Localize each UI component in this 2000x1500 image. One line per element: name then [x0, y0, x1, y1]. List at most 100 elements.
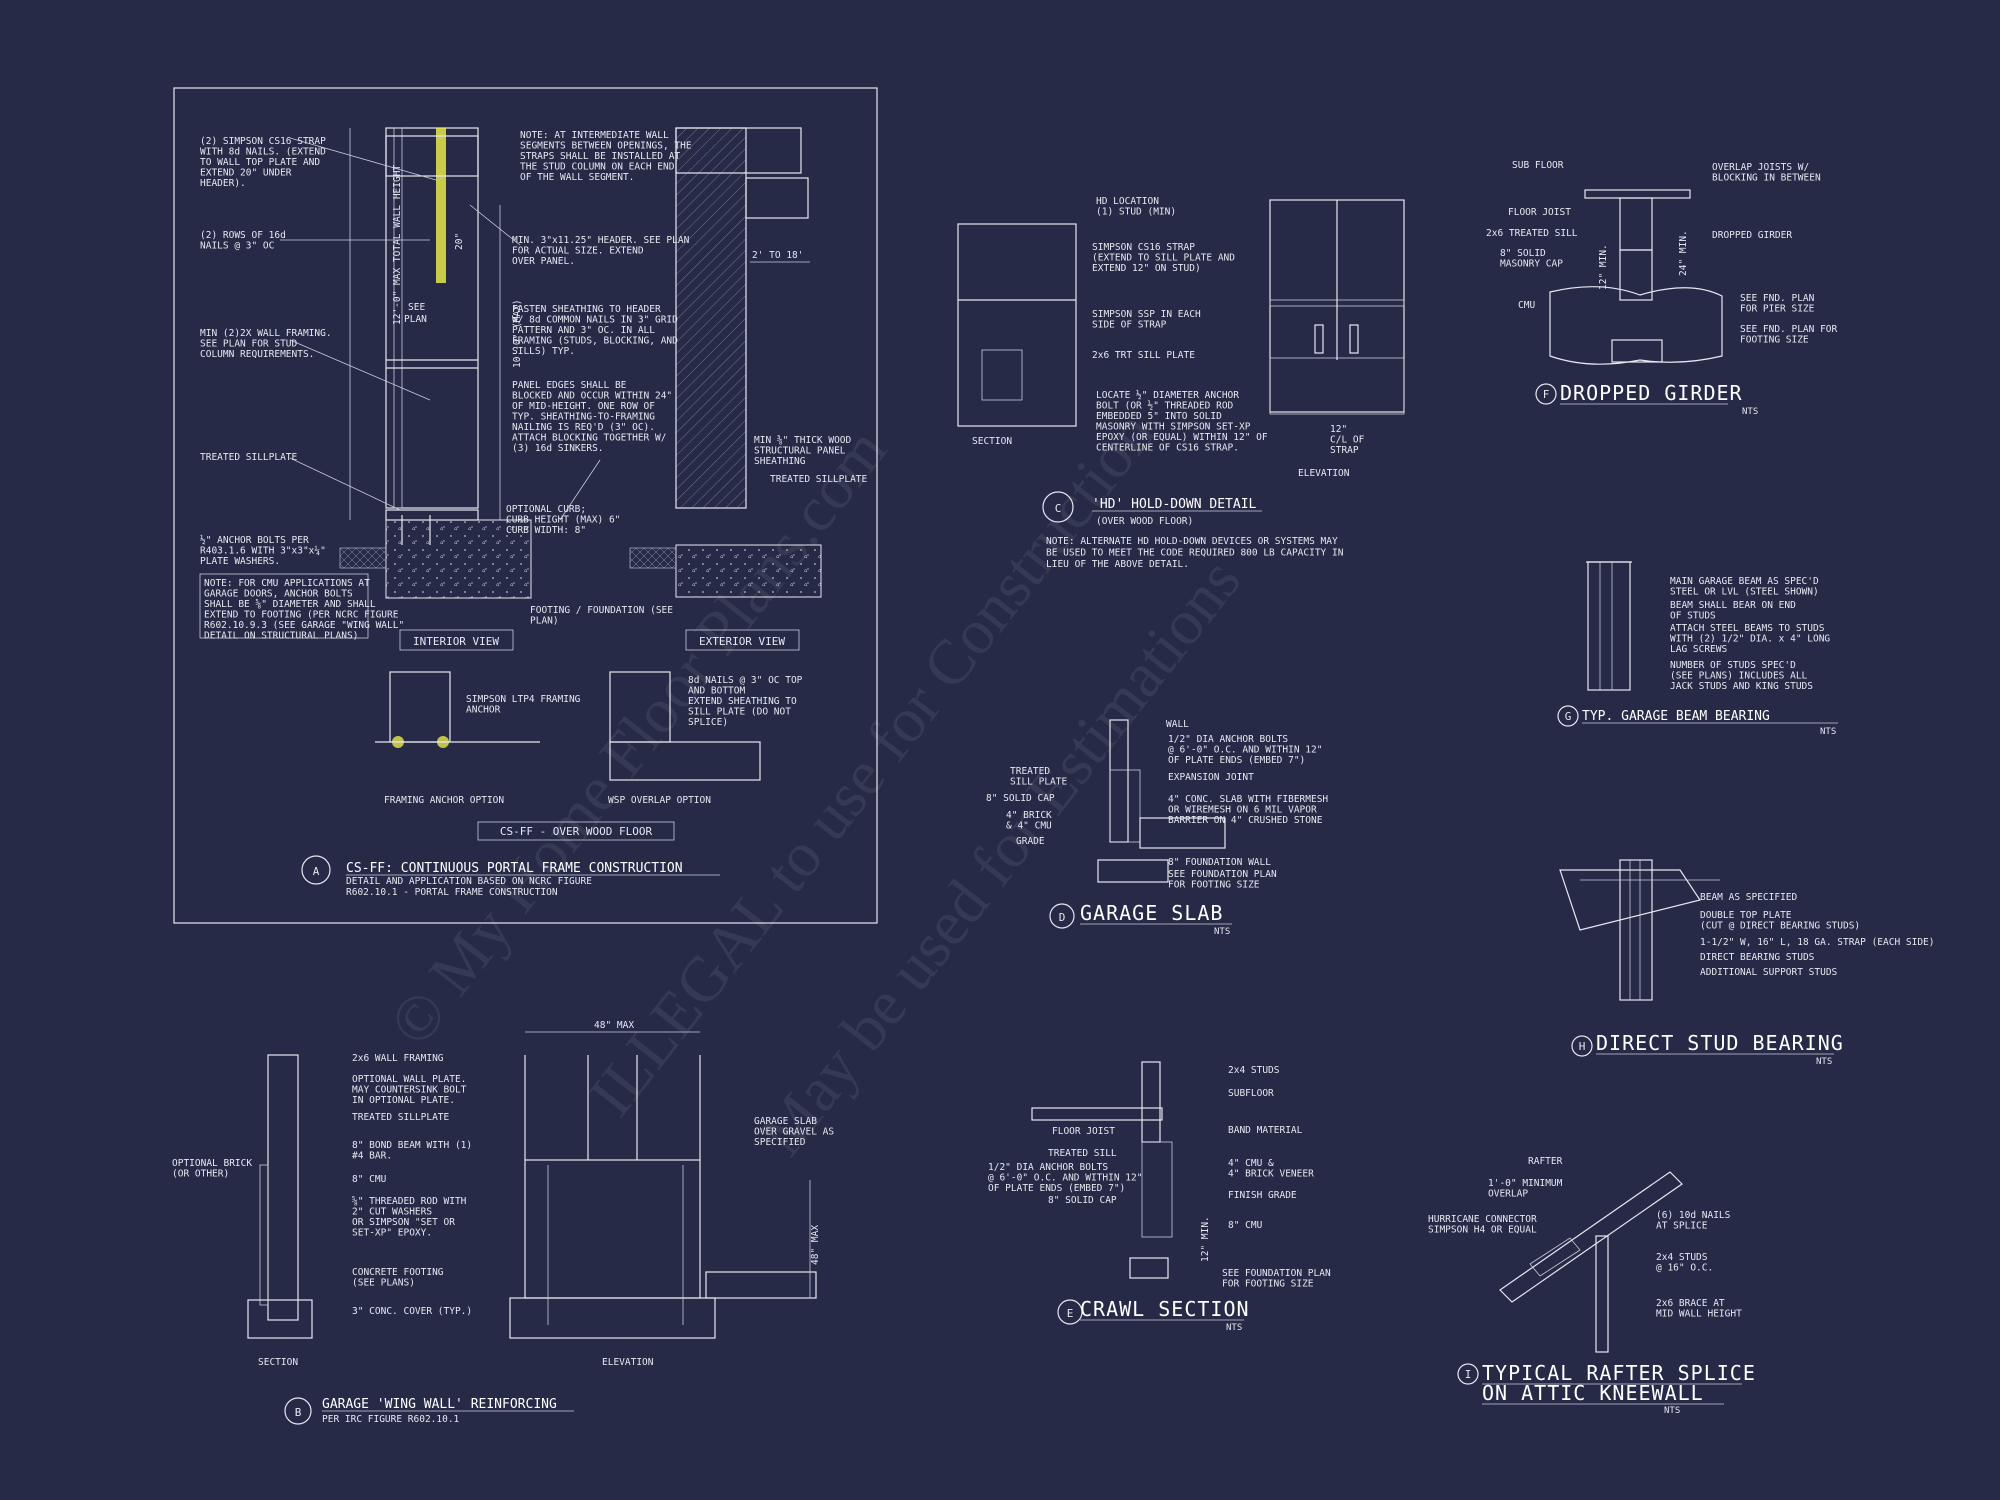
i-label-0-line-0: RAFTER — [1528, 1156, 1563, 1167]
wall-height-dim: 12'-0" MAX TOTAL WALL HEIGHT — [392, 165, 403, 325]
c-label-1-line-1: (EXTEND TO SILL PLATE AND — [1092, 253, 1235, 264]
a-mid-note-2-line-0: FASTEN SHEATHING TO HEADER — [512, 304, 661, 315]
a-left-note-2-line-2: COLUMN REQUIREMENTS. — [200, 349, 314, 360]
a-mid-note-1-line-2: OVER PANEL. — [512, 256, 575, 267]
detail-h-title: DIRECT STUD BEARING — [1596, 1031, 1844, 1055]
detail-a-subtitle-2: R602.10.1 - PORTAL FRAME CONSTRUCTION — [346, 887, 558, 898]
interior-view-label: INTERIOR VIEW — [413, 635, 499, 648]
detail-b-48-vertical-dim: 48" MAX — [810, 1225, 821, 1265]
detail-h-marker — [1571, 1035, 1593, 1057]
e-label-2-line-0: BAND MATERIAL — [1228, 1125, 1303, 1136]
d-label-3-line-1: OR WIREMESH ON 6 MIL VAPOR — [1168, 805, 1317, 816]
a-mid-note-0-line-4: OF THE WALL SEGMENT. — [520, 172, 634, 183]
detail-c-subtitle: (OVER WOOD FLOOR) — [1096, 516, 1193, 527]
f-label-3-line-1: FOOTING SIZE — [1740, 335, 1809, 346]
d-label-2-line-0: EXPANSION JOINT — [1168, 772, 1254, 783]
d-label-5-line-0: SEE FOUNDATION PLAN — [1168, 869, 1277, 880]
e-label-4-line-0: FINISH GRADE — [1228, 1190, 1297, 1201]
a-left-note-1-line-1: NAILS @ 3" OC — [200, 241, 274, 252]
detail-f-title: DROPPED GIRDER — [1560, 381, 1743, 405]
b-note-1-line-1: MAY COUNTERSINK BOLT — [352, 1085, 467, 1096]
a-mid-note-1-line-0: MIN. 3"x11.25" HEADER. SEE PLAN — [512, 235, 690, 246]
c-dim-0-line-2: STRAP — [1330, 445, 1359, 456]
detail-f-dim-2: 24" MIN. — [1678, 230, 1689, 276]
e-label-5-line-0: 8" CMU — [1228, 1220, 1263, 1231]
c-label-1-line-0: SIMPSON CS16 STRAP — [1092, 242, 1195, 253]
d-label-1-line-2: OF PLATE ENDS (EMBED 7") — [1168, 755, 1305, 766]
a-mid-note-0-line-1: SEGMENTS BETWEEN OPENINGS, THE — [520, 141, 692, 152]
a-right-note-0-line-0: MIN ⅜" THICK WOOD — [754, 435, 852, 446]
detail-a-border — [173, 87, 878, 924]
f-left-label-4-line-0: CMU — [1518, 300, 1535, 311]
detail-i — [1457, 1171, 1683, 1385]
d-label-3-line-0: 4" CONC. SLAB WITH FIBERMESH — [1168, 794, 1328, 805]
detail-f-marker — [1535, 383, 1557, 405]
b-brick-note-0-line-0: OPTIONAL BRICK — [172, 1158, 252, 1169]
detail-d-marker-letter: D — [1059, 911, 1066, 924]
e-label-6-line-0: SEE FOUNDATION PLAN — [1222, 1268, 1331, 1279]
detail-c-text: C 'HD' HOLD-DOWN DETAIL (OVER WOOD FLOOR… — [972, 196, 1365, 570]
d-label-1-line-1: @ 6'-0" O.C. AND WITHIN 12" — [1168, 745, 1322, 756]
detail-i-title-1: TYPICAL RAFTER SPLICE — [1482, 1361, 1756, 1385]
detail-b-48-dim: 48" MAX — [594, 1020, 634, 1031]
a-cmu-note-0-line-3: EXTEND TO FOOTING (PER NCRC FIGURE — [204, 610, 399, 621]
g-label-2-line-0: ATTACH STEEL BEAMS TO STUDS — [1670, 623, 1825, 634]
detail-i-title-2: ON ATTIC KNEEWALL — [1482, 1381, 1704, 1405]
detail-b-brick-note: OPTIONAL BRICK(OR OTHER) — [172, 1158, 252, 1180]
i-label-2-line-0: (6) 10d NAILS — [1656, 1210, 1731, 1221]
f-left-label-1-line-0: FLOOR JOIST — [1508, 207, 1571, 218]
i-label-1-line-0: 1'-0" MINIMUM — [1488, 1178, 1563, 1189]
c-note-0-line-1: BE USED TO MEET THE CODE REQUIRED 800 LB… — [1046, 548, 1344, 559]
a-wsp-note-0-line-1: AND BOTTOM — [688, 686, 745, 697]
exterior-view-box — [685, 629, 800, 651]
i-label-5-line-0: 2x6 BRACE AT — [1656, 1298, 1725, 1309]
a-mid-note-2-line-1: W/ 8d COMMON NAILS IN 3" GRID — [512, 315, 678, 326]
d-label-5-line-1: FOR FOOTING SIZE — [1168, 880, 1260, 891]
see-plan-1: SEE — [408, 302, 425, 313]
a-right-note-0-line-1: STRUCTURAL PANEL — [754, 446, 846, 457]
a-left-note-0-line-1: WITH 8d NAILS. (EXTEND — [200, 147, 326, 158]
a-mid-note-3-line-0: PANEL EDGES SHALL BE — [512, 380, 627, 391]
detail-a-subtitle-1: DETAIL AND APPLICATION BASED ON NCRC FIG… — [346, 876, 592, 887]
c-label-1-line-2: EXTEND 12" ON STUD) — [1092, 263, 1201, 274]
b-note-6-line-1: (SEE PLANS) — [352, 1278, 415, 1289]
a-anchor-note-0-line-0: SIMPSON LTP4 FRAMING — [466, 694, 581, 705]
a-mid-note-3-line-1: BLOCKED AND OCCUR WITHIN 24" — [512, 391, 672, 402]
a-mid-note-3-line-2: OF MID-HEIGHT. ONE ROW OF — [512, 401, 655, 412]
c-note-0-line-0: NOTE: ALTERNATE HD HOLD-DOWN DEVICES OR … — [1046, 536, 1338, 547]
detail-d-marker — [1049, 903, 1075, 929]
detail-a-marker-letter: A — [313, 865, 320, 878]
detail-a-marker — [301, 855, 331, 885]
detail-c — [957, 199, 1405, 523]
d-left-label-3-line-0: GRADE — [1016, 836, 1045, 847]
g-label-3-line-2: JACK STUDS AND KING STUDS — [1670, 681, 1813, 692]
a-left-note-4-line-1: R403.1.6 WITH 3"x3"x¼" — [200, 546, 326, 557]
h-label-0-line-0: BEAM AS SPECIFIED — [1700, 892, 1798, 903]
d-left-label-2-line-0: 4" BRICK — [1006, 810, 1052, 821]
detail-b-elevation-label: ELEVATION — [602, 1357, 654, 1368]
detail-c-note: NOTE: ALTERNATE HD HOLD-DOWN DEVICES OR … — [1046, 536, 1344, 570]
b-note-4-line-0: 8" CMU — [352, 1174, 387, 1185]
f-left-label-0-line-0: SUB FLOOR — [1512, 160, 1564, 171]
b-slab-note-0-line-1: OVER GRAVEL AS — [754, 1127, 834, 1138]
e-left-label-1-line-0: TREATED SILL — [1048, 1148, 1117, 1159]
c-label-2-line-1: SIDE OF STRAP — [1092, 320, 1167, 331]
detail-b — [247, 1031, 817, 1425]
a-cmu-note-0-line-2: SHALL BE ⅝" DIAMETER AND SHALL — [204, 599, 376, 610]
h-label-2-line-0: 1-1/2" W, 16" L, 18 GA. STRAP (EACH SIDE… — [1700, 937, 1935, 948]
b-note-7-line-0: 3" CONC. COVER (TYP.) — [352, 1306, 472, 1317]
i-label-1-line-1: OVERLAP — [1488, 1189, 1528, 1200]
g-label-2-line-2: LAG SCREWS — [1670, 644, 1727, 655]
detail-f-text: F DROPPED GIRDER NTS 12" MIN. 24" MIN. O… — [1486, 160, 1838, 417]
a-left-note-0-line-2: TO WALL TOP PLATE AND — [200, 157, 320, 168]
a-mid-note-4-line-2: CURB WIDTH: 8" — [506, 525, 586, 536]
detail-d-title: GARAGE SLAB — [1080, 901, 1223, 925]
b-brick-note-0-line-1: (OR OTHER) — [172, 1169, 229, 1180]
